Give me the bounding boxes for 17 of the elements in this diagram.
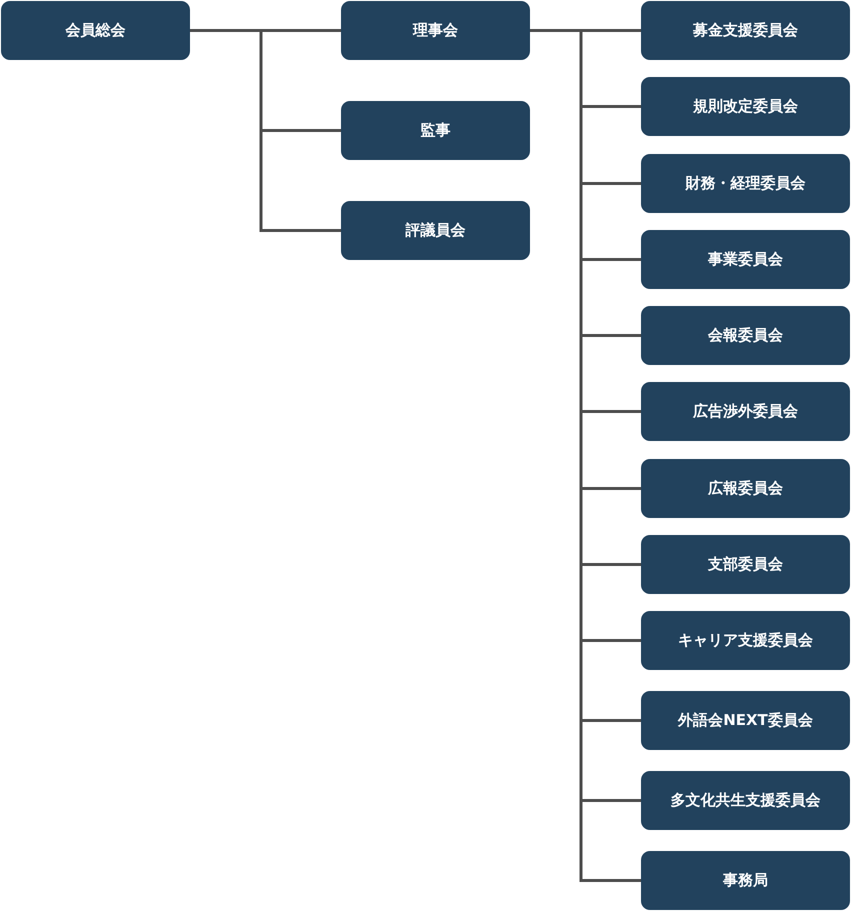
- connector-line: [190, 29, 341, 232]
- org-box: 募金支援委員会: [641, 1, 850, 60]
- org-box: キャリア支援委員会: [641, 611, 850, 670]
- org-box: 事務局: [641, 851, 850, 910]
- org-box: 広告渉外委員会: [641, 382, 850, 441]
- org-box: 評議員会: [341, 201, 530, 260]
- org-box: 監事: [341, 101, 530, 160]
- org-box: 会員総会: [1, 1, 190, 60]
- org-box: 規則改定委員会: [641, 77, 850, 136]
- org-box: 多文化共生支援委員会: [641, 771, 850, 830]
- org-box: 財務・経理委員会: [641, 154, 850, 213]
- org-box: 支部委員会: [641, 535, 850, 594]
- org-box: 広報委員会: [641, 459, 850, 518]
- org-box: 事業委員会: [641, 230, 850, 289]
- org-box: 会報委員会: [641, 306, 850, 365]
- org-box: 外語会NEXT委員会: [641, 691, 850, 750]
- org-box: 理事会: [341, 1, 530, 60]
